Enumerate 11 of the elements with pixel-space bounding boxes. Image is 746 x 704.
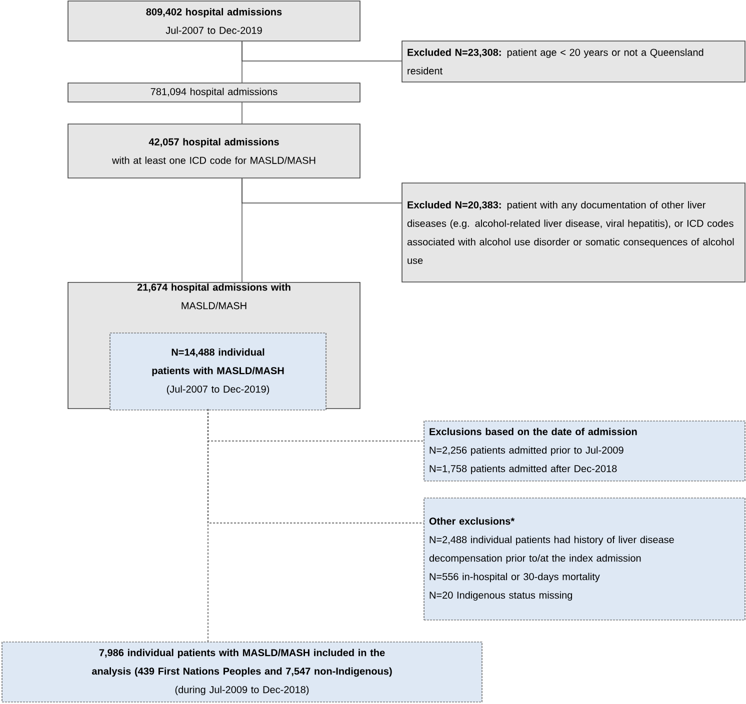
process-box: 809,402 hospital admissions Jul-2007 to Dec-2019 [68, 0, 360, 42]
dashed-box: Other exclusions* N=2,488 individual patients had history of liver disease decompensation prior to/at the index admission N=556 in-hospital or 30-days mortality N=20 Indigenous status missing [424, 498, 746, 620]
dashed-box: 7,986 individual patients with MASLD/MASH included in the analysis (439 First Nations Peoples and 7,547 non-Indigenous) (during Jul-2009 to Dec-2018) [2, 642, 482, 702]
process-box: Excluded N=20,383: patient with any documentation of other liver diseases (e.g. alcohol-related liver disease, viral hepatitis), or ICD codes associated with alcohol use disorder or somatic consequences of alcohol use [402, 182, 746, 282]
connector-line [242, 41, 402, 62]
dashed-box: Exclusions based on the date of admission N=2,256 patients admitted prior to Jul-2009 N=1,758 patients admitted after Dec-2018 [424, 420, 746, 482]
connector-line [242, 178, 402, 204]
process-box: Excluded N=23,308: patient age < 20 years or not a Queensland resident [402, 40, 746, 82]
process-box: 781,094 hospital admissions [68, 82, 360, 102]
process-box: 42,057 hospital admissions with at least one ICD code for MASLD/MASH [68, 124, 360, 178]
dashed-box: N=14,488 individual patients with MASLD/MASH (Jul-2007 to Dec-2019) [110, 332, 326, 410]
